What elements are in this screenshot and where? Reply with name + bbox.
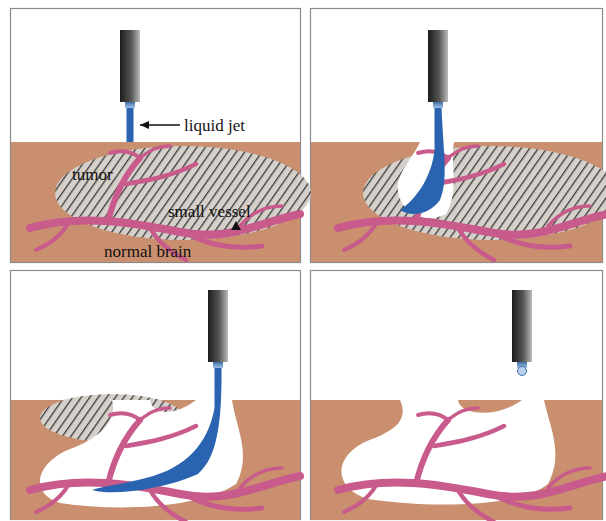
jet-label: liquid jet (184, 117, 245, 134)
vessel-label: small vessel (168, 203, 251, 220)
tumor-label: tumor (72, 166, 113, 183)
brain-label: normal brain (104, 243, 191, 260)
